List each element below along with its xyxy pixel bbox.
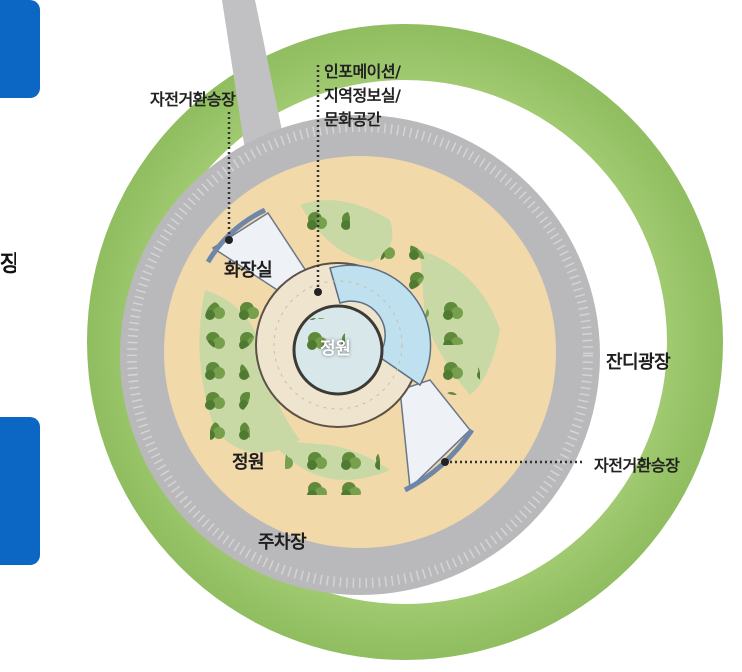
tree-clusters — [195, 205, 480, 495]
glass-wing — [329, 264, 432, 387]
label-bike-station-right: 자전거환승장 — [594, 456, 680, 475]
parking-stalls — [127, 122, 593, 588]
cut-off-label: 장 — [0, 252, 16, 277]
courtyard-trees — [300, 318, 345, 358]
side-tab-top[interactable] — [0, 0, 40, 98]
label-garden-left: 정원 — [232, 452, 265, 473]
label-info-line2: 지역정보실/ — [324, 86, 401, 105]
label-parking: 주차장 — [258, 532, 307, 553]
side-tab-bottom[interactable] — [0, 417, 40, 565]
label-restroom: 화장실 — [224, 260, 273, 281]
access-road — [222, 0, 305, 188]
ring-grid — [273, 280, 403, 410]
label-lawn-plaza: 잔디광장 — [606, 352, 671, 373]
label-info-line3: 문화공간 — [324, 110, 381, 129]
bike-shelter-top — [205, 207, 267, 264]
label-info-line1: 인포메이션/ — [324, 62, 401, 81]
label-center-garden: 정원 — [320, 339, 351, 359]
bike-shelter-right — [403, 428, 475, 493]
label-bike-station-top: 자전거환승장 — [150, 90, 236, 109]
